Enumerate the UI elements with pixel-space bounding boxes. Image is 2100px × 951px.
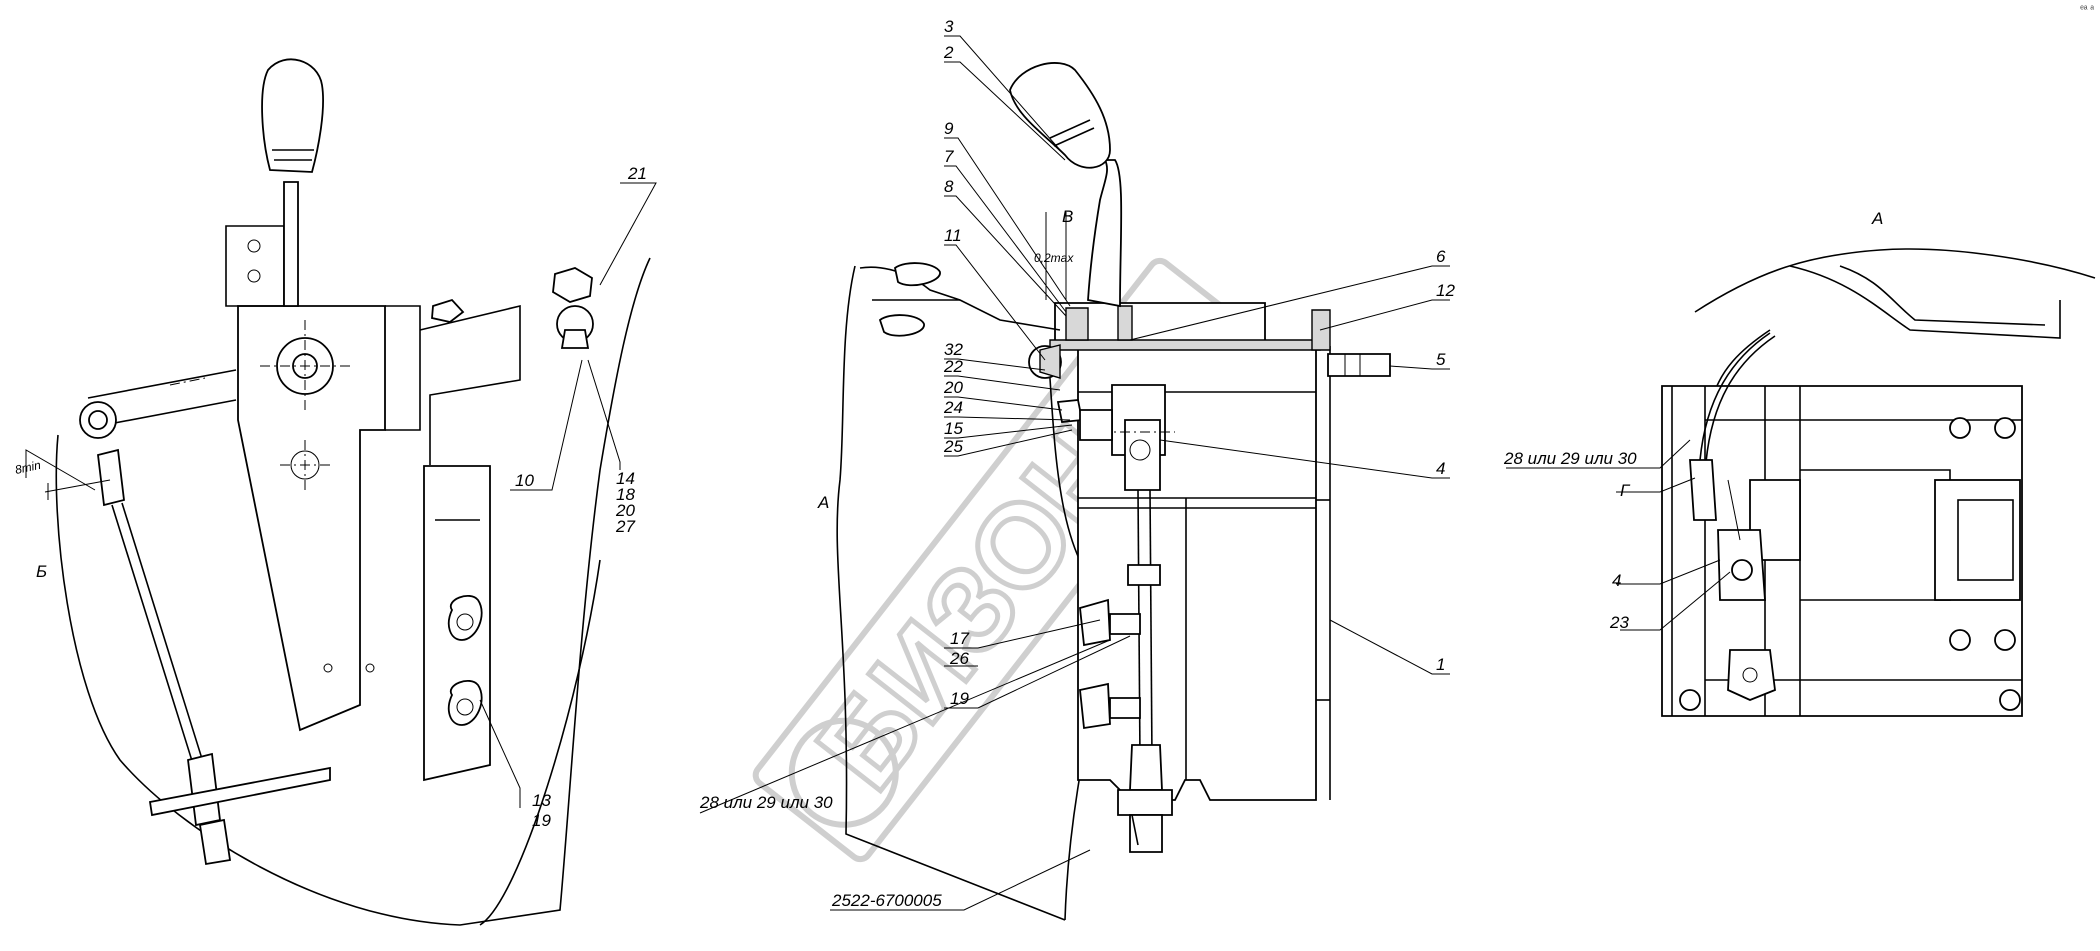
section-b: Б (36, 562, 47, 581)
callout-2: 2 (943, 43, 954, 62)
right-cab-contour (1694, 248, 2096, 313)
callout-25: 25 (943, 437, 963, 456)
left-stud-upper (448, 595, 483, 641)
callout-8: 8 (944, 177, 954, 196)
callout-4-right: 4 (1612, 571, 1621, 590)
callout-3: 3 (944, 17, 954, 36)
callout-13: 13 (532, 791, 551, 810)
left-bracket-plate (237, 305, 386, 732)
left-outer-contour (55, 257, 651, 926)
callout-22: 22 (943, 357, 963, 376)
right-gearbox-body (1661, 385, 2023, 717)
callout-1: 1 (1436, 655, 1445, 674)
callout-15: 15 (944, 419, 963, 438)
callout-5: 5 (1436, 350, 1446, 369)
left-stud-lower (448, 680, 483, 726)
center-shaft-section (1049, 339, 1321, 351)
center-view (699, 35, 1450, 921)
callout-9: 9 (944, 119, 954, 138)
view-label-v: В (1062, 207, 1073, 226)
callout-6: 6 (1436, 247, 1446, 266)
callout-23: 23 (1609, 613, 1629, 632)
corner-mark: ᵉᵃ ᵃ (2080, 4, 2094, 15)
callout-24: 24 (943, 398, 963, 417)
left-bolt-21 (431, 267, 594, 349)
callout-21: 21 (627, 164, 647, 183)
ref-part-number: 2522-6700005 (831, 891, 942, 910)
dim-8min: 8min (14, 458, 43, 477)
left-lever-knob (261, 58, 324, 173)
center-lever-knob (1009, 62, 1111, 169)
ref-fasteners-center: 28 или 29 или 30 (699, 793, 833, 812)
callout-4-center: 4 (1436, 459, 1445, 478)
callout-12: 12 (1436, 281, 1455, 300)
callout-27: 27 (615, 517, 635, 536)
detail-label-g: Г (1620, 481, 1631, 500)
ref-fasteners-right: 28 или 29 или 30 (1503, 449, 1637, 468)
callout-7: 7 (944, 147, 954, 166)
callout-20-left: 20 (615, 501, 635, 520)
callout-26: 26 (949, 649, 969, 668)
callout-17: 17 (950, 629, 969, 648)
dim-0-2max: 0,2max (1034, 251, 1074, 265)
view-label-a-right: А (1871, 209, 1883, 228)
callout-11: 11 (944, 226, 962, 245)
callout-20-center: 20 (943, 378, 963, 397)
right-view (1506, 248, 2096, 717)
callout-14: 14 (616, 469, 635, 488)
section-a-center: А (817, 493, 829, 512)
callout-19-left: 19 (532, 811, 551, 830)
callout-18: 18 (616, 485, 635, 504)
left-view (25, 58, 657, 926)
callout-10: 10 (515, 471, 534, 490)
callout-32: 32 (944, 340, 963, 359)
callout-19-center: 19 (950, 689, 969, 708)
center-outer-contour (836, 265, 1066, 921)
